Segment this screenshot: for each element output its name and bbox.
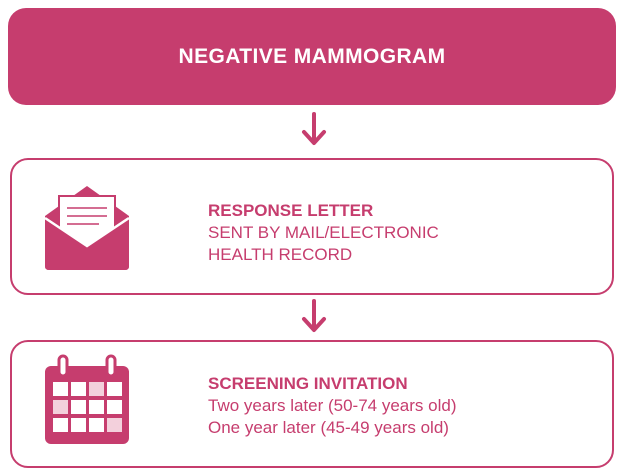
envelope-letter-icon (44, 186, 130, 270)
screening-invitation-heading: SCREENING INVITATION (208, 374, 408, 393)
down-arrow-icon (302, 299, 326, 332)
response-letter-line-1: SENT BY MAIL/ELECTRONIC (208, 223, 439, 242)
calendar-icon (45, 354, 129, 444)
negative-mammogram-box: NEGATIVE MAMMOGRAM (8, 8, 616, 105)
response-letter-text: RESPONSE LETTER SENT BY MAIL/ELECTRONIC … (208, 200, 439, 266)
screening-invitation-line-1: Two years later (50-74 years old) (208, 396, 457, 415)
screening-invitation-text: SCREENING INVITATION Two years later (50… (208, 373, 457, 439)
response-letter-card: RESPONSE LETTER SENT BY MAIL/ELECTRONIC … (10, 158, 614, 295)
screening-invitation-card: SCREENING INVITATION Two years later (50… (10, 340, 614, 468)
response-letter-heading: RESPONSE LETTER (208, 201, 374, 220)
down-arrow-icon (302, 112, 326, 145)
top-box-title: NEGATIVE MAMMOGRAM (178, 44, 446, 68)
screening-invitation-line-2: One year later (45-49 years old) (208, 418, 449, 437)
response-letter-line-2: HEALTH RECORD (208, 245, 353, 264)
